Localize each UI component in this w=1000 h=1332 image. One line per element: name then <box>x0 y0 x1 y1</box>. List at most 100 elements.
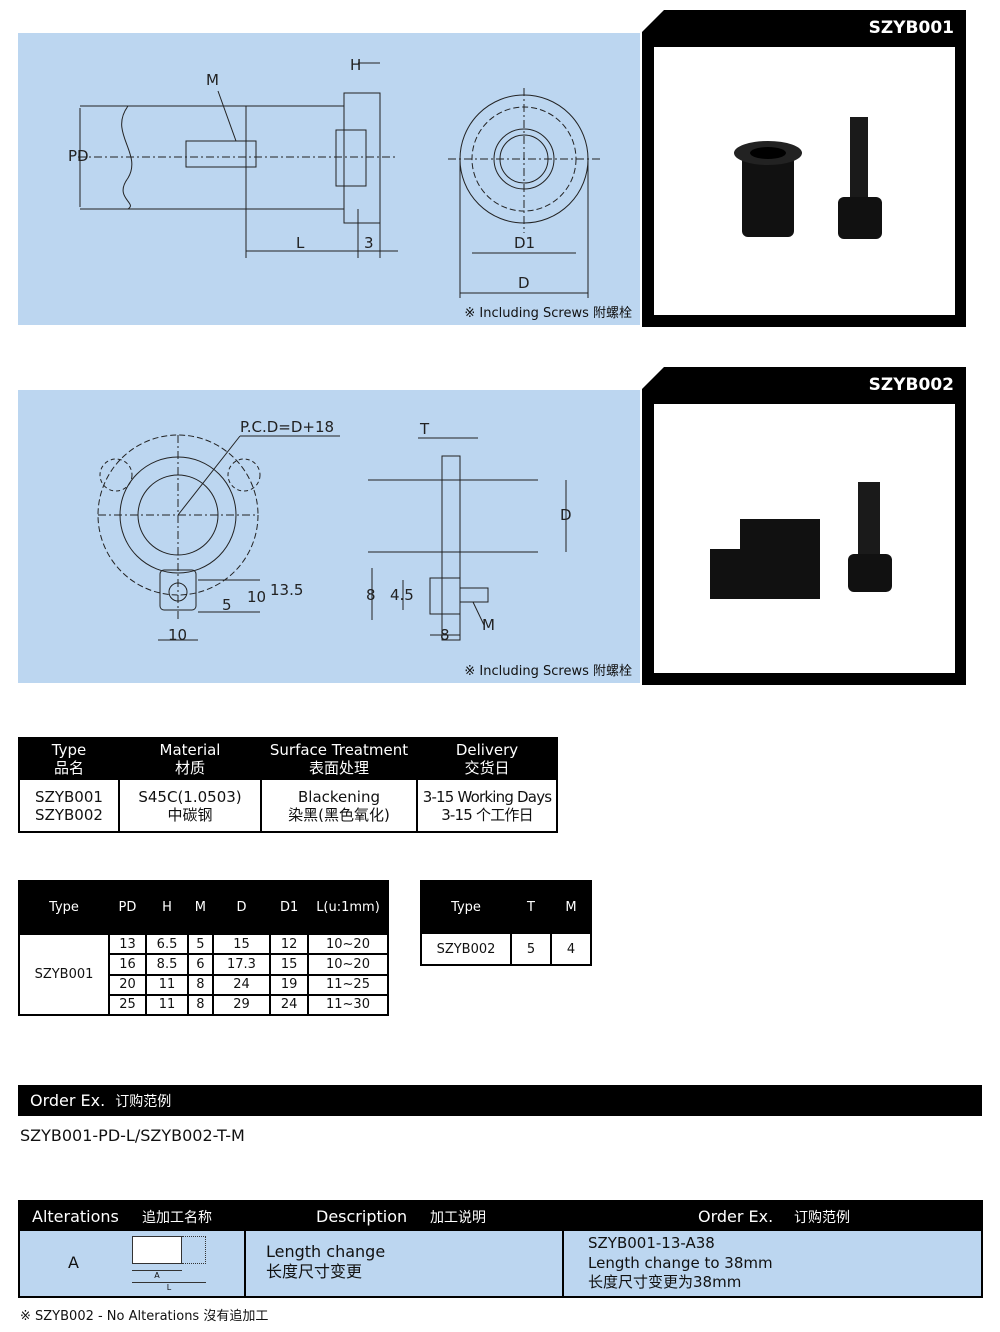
table-cell: 20 <box>108 973 147 996</box>
dim-4-5: 4.5 <box>390 586 414 604</box>
product-code: SZYB002 <box>868 375 954 395</box>
order-example-text: SZYB001-PD-L/SZYB002-T-M <box>20 1126 245 1145</box>
table-cell: 17.3 <box>211 953 272 976</box>
table-cell: A <box>132 1270 182 1280</box>
table-cell: 15 <box>211 932 272 956</box>
header-alterations: Alterations <box>32 1207 119 1226</box>
product-code: SZYB001 <box>868 18 954 38</box>
table-cell: 8.5 <box>144 953 190 976</box>
table-cell: 5 <box>510 932 552 966</box>
table-cell: 24 <box>211 973 272 996</box>
alteration-code: A <box>68 1253 79 1272</box>
dim-l: L <box>296 234 305 252</box>
table-cell: 12 <box>269 932 309 956</box>
table-cell: 11 <box>144 993 190 1017</box>
table-cell: SZYB002 <box>35 805 103 824</box>
header: M <box>187 880 214 935</box>
table-cell: Type <box>51 740 87 759</box>
table-cell: 29 <box>211 993 272 1017</box>
header-order: Order Ex. <box>698 1207 774 1226</box>
table-cell: Surface Treatment <box>269 740 409 759</box>
table-cell: 13 <box>108 932 147 956</box>
header-order-cn: 订购范例 <box>794 1209 850 1226</box>
table-cell: 6 <box>187 953 214 976</box>
header: T <box>510 880 552 934</box>
description-cn: 长度尺寸变更 <box>266 1262 363 1281</box>
dim-8: 8 <box>366 586 376 604</box>
order-title: Order Ex. <box>30 1091 106 1110</box>
table-cell: 24 <box>269 993 309 1017</box>
table-cell: 交货日 <box>464 758 510 777</box>
table-cell: 11~25 <box>307 973 389 996</box>
dim-t: T <box>419 420 430 438</box>
technical-drawing-szyb002: P.C.D=D+18 T D 13.5 10 5 10 8 4.5 8 M <box>97 418 572 644</box>
screws-note: ※ Including Screws 附螺栓 <box>464 664 632 679</box>
dim-m: M <box>482 616 495 634</box>
header-alterations-cn: 追加工名称 <box>142 1209 212 1226</box>
header: Type <box>420 880 512 934</box>
table-cell: L <box>132 1282 206 1292</box>
order-title-cn: 订购范例 <box>115 1093 172 1110</box>
table-cell: 15 <box>269 953 309 976</box>
dim-10: 10 <box>247 588 266 606</box>
order-example-bar: Order Ex. 订购范例 <box>18 1085 982 1116</box>
alterations-table: Alterations 追加工名称 Description 加工说明 Order… <box>18 1200 983 1298</box>
screws-note: ※ Including Screws 附螺栓 <box>464 306 632 321</box>
header: D1 <box>269 880 309 935</box>
table-cell: 16 <box>108 953 147 976</box>
product-photo <box>654 404 955 673</box>
order-example-desc-cn: 长度尺寸变更为38mm <box>588 1273 742 1291</box>
order-example-desc: Length change to 38mm <box>588 1253 773 1272</box>
table-row: A A L Length change 长度尺寸变更 SZYB001-13-A3… <box>20 1231 981 1296</box>
table-cell: SZYB002 <box>420 932 512 966</box>
table-cell: 5 <box>187 932 214 956</box>
table-cell: 4 <box>550 932 592 966</box>
dim-d: D <box>560 506 572 524</box>
cell-material: S45C(1.0503)中碳钢 <box>118 778 262 833</box>
description: Length change <box>266 1242 386 1261</box>
table-cell: 材质 <box>174 758 205 777</box>
dim-pd: PD <box>68 147 89 165</box>
length-change-icon: A L <box>132 1236 208 1292</box>
cell-type: SZYB001 <box>18 933 110 1016</box>
table-cell: 3-15 个工作日 <box>441 805 533 824</box>
dim-10-bottom: 10 <box>168 626 187 644</box>
dim-3: 3 <box>364 234 374 252</box>
dim-8-bottom: 8 <box>440 626 450 644</box>
header: L(u:1mm) <box>307 880 389 935</box>
header-description: Description <box>316 1207 408 1226</box>
dim-m: M <box>206 71 219 89</box>
header: D <box>211 880 272 935</box>
product-photo-box-szyb002: SZYB002 <box>642 367 966 685</box>
alterations-header: Alterations 追加工名称 Description 加工说明 Order… <box>20 1202 981 1231</box>
table-cell: Blackening <box>298 787 380 806</box>
table-cell: S45C(1.0503) <box>138 787 242 806</box>
product-photo-box-szyb001: SZYB001 <box>642 10 966 327</box>
drawing-panel-szyb002: P.C.D=D+18 T D 13.5 10 5 10 8 4.5 8 M ※ … <box>18 390 640 683</box>
dim-5: 5 <box>222 596 232 614</box>
header-description-cn: 加工说明 <box>430 1209 486 1226</box>
technical-drawing-szyb001: M H PD L 3 D1 D <box>68 56 600 298</box>
header: Type <box>18 880 110 935</box>
product-photo <box>654 47 955 315</box>
dim-d1: D1 <box>514 234 535 252</box>
header: PD <box>108 880 147 935</box>
table-cell: 表面处理 <box>308 758 369 777</box>
table-cell: SZYB001 <box>35 787 103 806</box>
dim-d: D <box>518 274 530 292</box>
table-cell: 品名 <box>53 758 84 777</box>
dim-h: H <box>350 56 361 74</box>
dim-13-5: 13.5 <box>270 581 303 599</box>
